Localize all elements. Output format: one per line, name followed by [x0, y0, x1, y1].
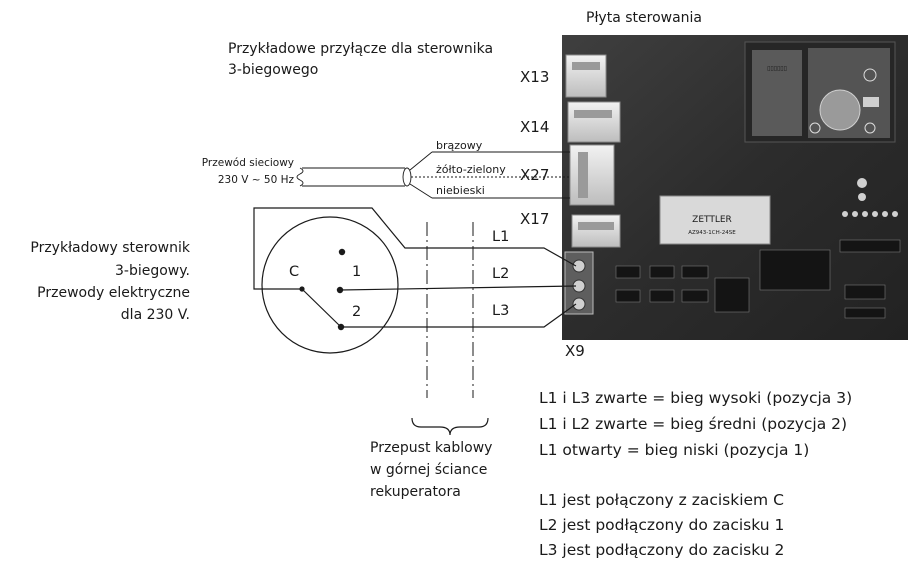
terminal-note-l2: L2 jest podłączony do zacisku 1: [539, 516, 784, 534]
power-cable: [296, 151, 570, 199]
example-connection-title: Przykładowe przyłącze dla sterownika: [228, 41, 493, 57]
terminal-block-x9: [564, 251, 594, 315]
terminal-note-l3: L3 jest podłączony do zacisku 2: [539, 541, 784, 559]
relay: ZETTLER AZ943-1CH-24SE: [659, 195, 771, 245]
cable-gland-label-3: rekuperatora: [370, 484, 461, 500]
speed-note-medium: L1 i L2 zwarte = bieg średni (pozycja 2): [539, 415, 847, 433]
line-label-l3: L3: [492, 303, 509, 319]
connector-label-x13: X13: [520, 68, 549, 86]
switch-terminal-c: C: [289, 264, 299, 280]
plug-x27: [569, 144, 615, 206]
connector-label-x27: X27: [520, 166, 549, 184]
connector-label-x9: X9: [565, 342, 585, 360]
control-board-photo: ▯▯▯▯▯▯ ZETTLER AZ943-1C: [562, 35, 908, 340]
plug-x13: [565, 54, 607, 98]
wiring-lines: [253, 207, 577, 328]
line-label-l2: L2: [492, 266, 509, 282]
board-title: Płyta sterowania: [586, 10, 702, 26]
svg-text:AZ943-1CH-24SE: AZ943-1CH-24SE: [688, 230, 736, 236]
power-cable-label: Przewód sieciowy: [202, 157, 294, 169]
switch-contact-3: [338, 248, 346, 256]
switch-terminal-1: 1: [352, 264, 361, 280]
power-cable-rating: 230 V ~ 50 Hz: [218, 174, 295, 186]
terminal-note-l1: L1 jest połączony z zaciskiem C: [539, 491, 784, 509]
svg-text:ZETTLER: ZETTLER: [692, 215, 732, 225]
transformer: ▯▯▯▯▯▯: [744, 41, 896, 143]
connector-label-x14: X14: [520, 118, 549, 136]
controller-description-1: Przykładowy sterownik: [30, 240, 191, 256]
controller-description-3: Przewody elektryczne: [37, 285, 190, 301]
controller-description-4: dla 230 V.: [121, 307, 190, 323]
pcb-components: [615, 239, 901, 319]
controller-description-2: 3-biegowy.: [115, 263, 190, 279]
svg-text:▯▯▯▯▯▯: ▯▯▯▯▯▯: [767, 65, 787, 72]
plug-x17: [571, 214, 621, 248]
speed-note-high: L1 i L3 zwarte = bieg wysoki (pozycja 3): [539, 389, 852, 407]
line-label-l1: L1: [492, 229, 509, 245]
cable-gland-label-1: Przepust kablowy: [370, 440, 492, 456]
speed-switch: [261, 216, 399, 354]
switch-terminal-2: 2: [352, 304, 361, 320]
example-connection-subtitle: 3-biegowego: [228, 62, 318, 78]
cable-gland-label-2: w górnej ściance: [370, 462, 487, 478]
wire-label-blue: niebieski: [436, 184, 485, 197]
cable-gland: [411, 222, 489, 436]
pcb-leds: [842, 178, 898, 217]
switch-arm: [301, 288, 342, 328]
wire-label-yellow-green: żółto-zielony: [436, 163, 506, 176]
plug-x14: [567, 101, 621, 143]
connector-label-x17: X17: [520, 210, 549, 228]
speed-note-low: L1 otwarty = bieg niski (pozycja 1): [539, 441, 809, 459]
wire-label-brown: brązowy: [436, 139, 483, 152]
